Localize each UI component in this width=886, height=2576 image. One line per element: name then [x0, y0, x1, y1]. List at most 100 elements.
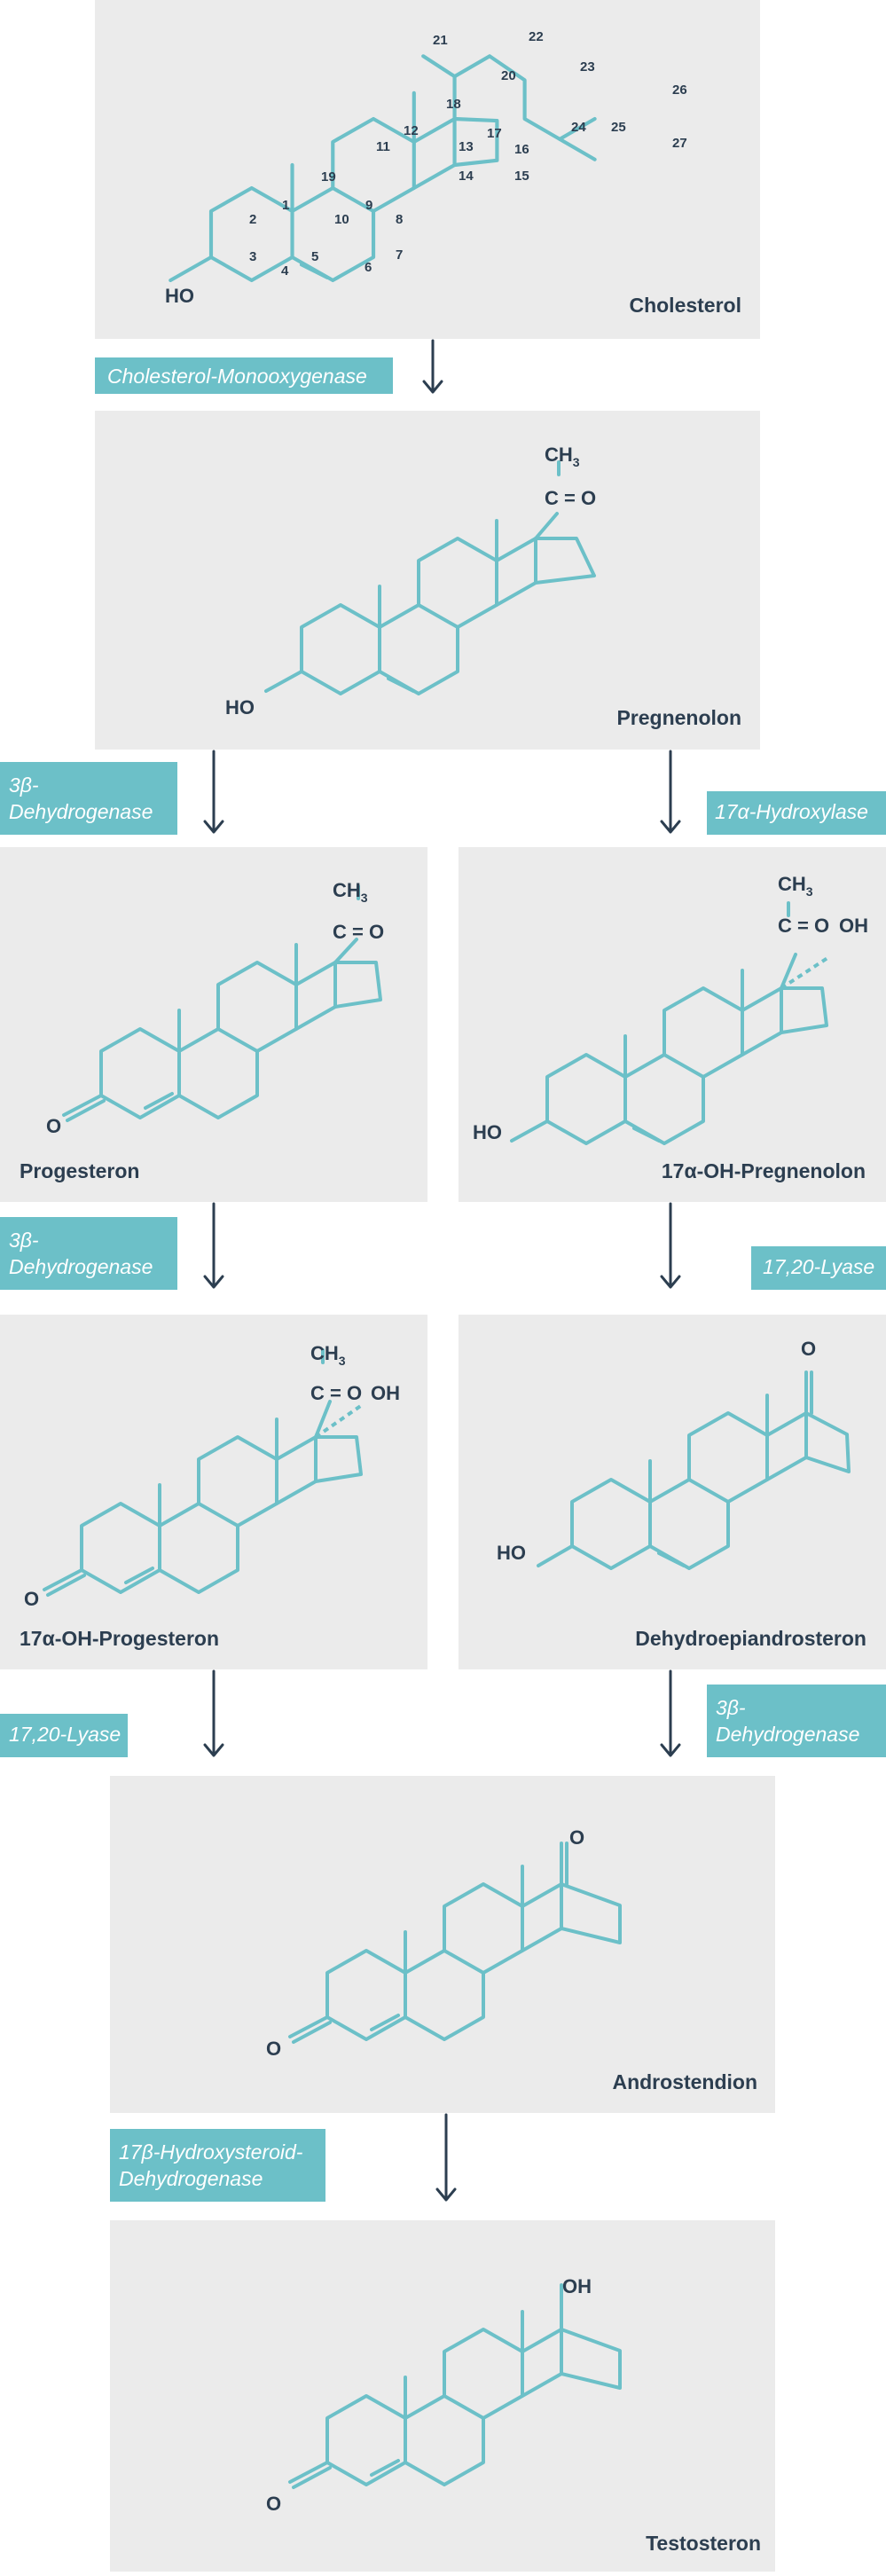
pregnenolon-co: C = O [545, 487, 596, 509]
cnum-17: 17 [487, 126, 502, 141]
panel-oh-pregnenolon [459, 847, 886, 1202]
name-pregnenolon: Pregnenolon [616, 706, 741, 729]
structure-dhea [537, 1370, 851, 1570]
arrow-progesteron-to-oh-progesteron [203, 1202, 224, 1289]
arrow-cholesterol-to-pregnenolon [422, 339, 443, 394]
oh-progesteron-co: C = O [310, 1382, 362, 1404]
progesteron-ch-main: CH [333, 879, 361, 901]
enzyme-dehydrogenase-2-line2: Dehydrogenase [9, 1255, 153, 1278]
arrow-pregnenolon-to-progesteron [203, 750, 224, 834]
cnum-14: 14 [459, 169, 474, 184]
oh-progesteron-oh: OH [371, 1382, 400, 1404]
oh-pregnenolon-ch-sub: 3 [806, 884, 813, 899]
dhea-ho: HO [497, 1542, 526, 1564]
enzyme-dehydrogenase-3-line1: 3β- [716, 1696, 746, 1719]
cnum-20: 20 [501, 68, 516, 83]
oh-pregnenolon-co: C = O [778, 915, 829, 937]
cnum-1: 1 [282, 198, 289, 213]
testosteron-oh: OH [562, 2275, 592, 2297]
structure-androstendion [288, 1842, 622, 2044]
name-oh-pregnenolon: 17α-OH-Pregnenolon [662, 1159, 866, 1182]
oh-progesteron-ch-main: CH [310, 1342, 339, 1364]
structure-cholesterol [169, 54, 597, 283]
androstendion-o2: O [569, 1826, 584, 1849]
panel-pregnenolon [95, 411, 760, 750]
panel-oh-progesteron [0, 1315, 427, 1669]
oh-pregnenolon-ch-main: CH [778, 873, 806, 895]
structure-progesteron [62, 884, 382, 1122]
cnum-10: 10 [334, 212, 349, 227]
name-testosteron: Testosteron [646, 2532, 761, 2555]
cnum-11: 11 [376, 139, 390, 154]
pregnenolon-ch-sub: 3 [573, 455, 580, 469]
cnum-6: 6 [365, 260, 372, 275]
cnum-15: 15 [514, 169, 529, 184]
progesteron-o: O [46, 1115, 61, 1137]
enzyme-monooxygenase-text: Cholesterol-Monooxygenase [107, 365, 367, 388]
panel-dhea [459, 1315, 886, 1669]
oh-pregnenolon-oh: OH [839, 915, 868, 937]
cnum-24: 24 [571, 120, 586, 135]
name-androstendion: Androstendion [612, 2070, 757, 2093]
arrow-pregnenolon-to-oh-pregnenolon [660, 750, 681, 834]
structure-pregnenolon [264, 460, 596, 695]
arrow-oh-pregnenolon-to-dhea [660, 1202, 681, 1289]
enzyme-lyase-1-text: 17,20-Lyase [763, 1255, 874, 1278]
enzyme-hydroxylase-text: 17α-Hydroxylase [715, 800, 868, 823]
cnum-8: 8 [396, 212, 403, 227]
cnum-27: 27 [672, 136, 687, 151]
name-oh-progesteron: 17α-OH-Progesteron [20, 1627, 219, 1650]
enzyme-label-monooxygenase: Cholesterol-Monooxygenase [95, 357, 393, 394]
structure-oh-progesteron [43, 1348, 364, 1597]
pregnenolon-ch: CH3 [545, 444, 580, 469]
panel-progesteron [0, 847, 427, 1202]
cnum-21: 21 [433, 33, 448, 48]
pregnenolon-ch-main: CH [545, 444, 573, 466]
enzyme-label-lyase-1: 17,20-Lyase [751, 1246, 886, 1290]
oh-progesteron-ch: CH3 [310, 1342, 346, 1368]
pregnenolon-ho: HO [225, 696, 255, 719]
enzyme-dehydrogenase-3-line2: Dehydrogenase [716, 1723, 859, 1746]
cholesterol-carbon-numbers: 1 2 3 4 5 6 7 8 9 10 11 12 13 14 15 16 1… [249, 29, 687, 279]
arrow-dhea-to-androstendion [660, 1669, 681, 1757]
cnum-18: 18 [446, 97, 461, 112]
cnum-4: 4 [281, 263, 289, 279]
cnum-9: 9 [365, 198, 372, 213]
cnum-13: 13 [459, 139, 474, 154]
oh-pregnenolon-ho: HO [473, 1121, 502, 1143]
enzyme-hsd-line1: 17β-Hydroxysteroid- [119, 2140, 303, 2164]
cnum-23: 23 [580, 59, 595, 75]
enzyme-lyase-2-text: 17,20-Lyase [9, 1723, 121, 1746]
name-dhea: Dehydroepiandrosteron [635, 1627, 866, 1650]
enzyme-hsd-line2: Dehydrogenase [119, 2167, 263, 2190]
structure-oh-pregnenolon [510, 901, 829, 1145]
name-progesteron: Progesteron [20, 1159, 139, 1182]
oh-progesteron-ch-sub: 3 [339, 1354, 346, 1368]
arrow-oh-progesteron-to-androstendion [203, 1669, 224, 1757]
dhea-o: O [801, 1338, 816, 1360]
enzyme-dehydrogenase-2-line1: 3β- [9, 1229, 39, 1252]
cholesterol-ho: HO [165, 285, 194, 307]
cnum-19: 19 [321, 169, 336, 185]
structure-testosteron [288, 2283, 622, 2489]
cnum-5: 5 [311, 249, 318, 264]
progesteron-ch-sub: 3 [361, 891, 368, 905]
enzyme-dehydrogenase-1-line1: 3β- [9, 774, 39, 797]
cnum-25: 25 [611, 120, 626, 135]
androstendion-o1: O [266, 2038, 281, 2060]
enzyme-dehydrogenase-1-line2: Dehydrogenase [9, 800, 153, 823]
cnum-12: 12 [404, 123, 419, 138]
enzyme-label-dehydrogenase-2: 3β- Dehydrogenase [0, 1217, 177, 1290]
enzyme-label-dehydrogenase-1: 3β- Dehydrogenase [0, 762, 177, 835]
enzyme-label-hydroxylase: 17α-Hydroxylase [707, 791, 886, 835]
panel-cholesterol [95, 0, 760, 339]
enzyme-label-lyase-2: 17,20-Lyase [0, 1714, 128, 1757]
progesteron-co: C = O [333, 921, 384, 943]
cnum-22: 22 [529, 29, 544, 44]
cnum-26: 26 [672, 82, 687, 98]
arrow-androstendion-to-testosteron [435, 2113, 457, 2202]
cnum-16: 16 [514, 142, 529, 157]
cnum-7: 7 [396, 247, 403, 263]
cnum-2: 2 [249, 212, 256, 227]
